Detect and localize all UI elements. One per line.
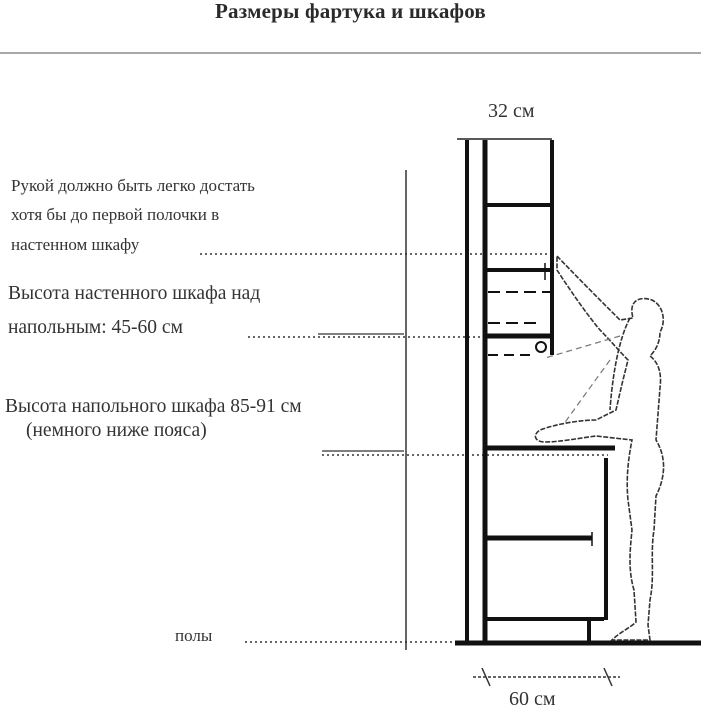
reach-note-line2: хотя бы до первой полочки в xyxy=(11,205,220,224)
base-height-note-line2: (немного ниже пояса) xyxy=(26,420,207,441)
base-cabinet-depth-label: 60 см xyxy=(509,688,556,710)
reach-note-line1: Рукой должно быть легко достать xyxy=(11,176,255,195)
floor-label: полы xyxy=(175,626,213,645)
base-height-note-line1: Высота напольного шкафа 85-91 см xyxy=(5,396,302,417)
wall-gap-note-line1: Высота настенного шкафа над xyxy=(8,283,261,304)
reach-note-line3: настенном шкафу xyxy=(11,235,140,254)
base-cabinet xyxy=(485,445,615,643)
depth-dimension xyxy=(473,667,620,687)
sight-lines xyxy=(544,335,621,426)
wall-cabinet-depth-label: 32 см xyxy=(488,100,535,122)
wall-cabinet xyxy=(482,140,554,643)
wall-gap-note-line2: напольным: 45-60 см xyxy=(8,317,183,338)
page-title: Размеры фартука и шкафов xyxy=(215,0,486,23)
title-divider xyxy=(0,52,701,54)
person-figure xyxy=(534,253,665,641)
